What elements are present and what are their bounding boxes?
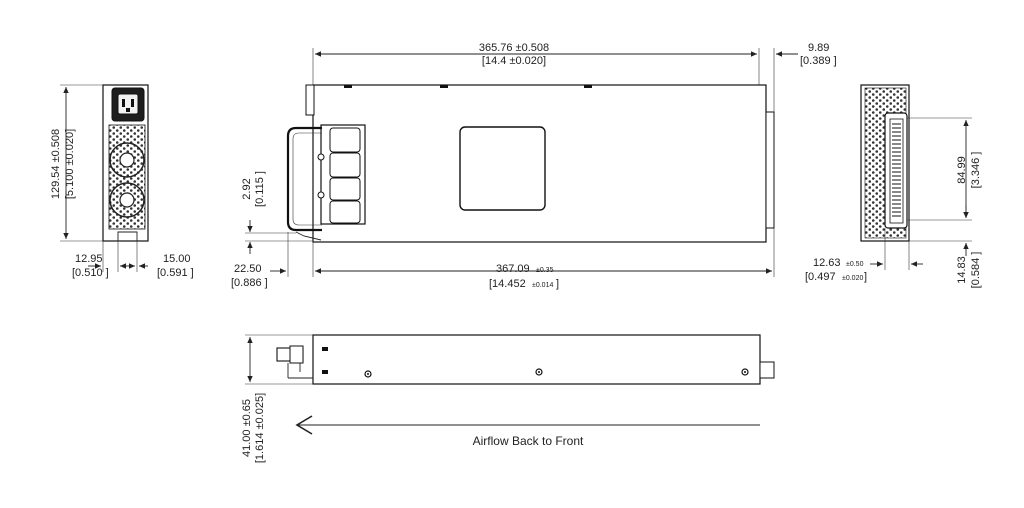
body-length-dim-inch: [14.452 xyxy=(489,278,526,290)
body-length-dim: 367.09 xyxy=(496,263,530,275)
airflow-indicator: Airflow Back to Front xyxy=(295,415,760,448)
connector-side-inch-tol: ±0.020 xyxy=(842,275,863,282)
handle-height-dim: 2.92 xyxy=(241,178,253,199)
overall-length-dim-inch: [14.4 ±0.020] xyxy=(482,55,546,67)
latch-icon xyxy=(295,231,322,241)
side-height-dim-inch: [1.614 ±0.025] xyxy=(254,393,266,463)
connector-side-dim: 12.63 xyxy=(813,257,841,269)
left-end-handle xyxy=(117,231,138,241)
left-offset-dim: 12.95 xyxy=(75,253,103,265)
handle-width-dim-inch: [0.591 ] xyxy=(157,267,194,279)
left-height-dim: 129.54 ±0.508 xyxy=(50,129,62,199)
connector-height-dim: 84.99 xyxy=(956,156,968,184)
body-length-inch-tol: ±0.014 xyxy=(532,282,553,289)
front-rail xyxy=(305,84,315,116)
bottom-offset-dim: 14.83 xyxy=(956,256,968,284)
bottom-offset-dim-inch: [0.584 ] xyxy=(970,252,982,289)
fan-icon xyxy=(109,142,145,178)
handle-height-dim-inch: [0.115 ] xyxy=(254,171,266,207)
handle-depth-dim: 22.50 xyxy=(234,263,262,275)
connector-side-inch-close: ] xyxy=(864,271,867,283)
body-length-tol: ±0.35 xyxy=(536,267,554,274)
side-height-dim: 41.00 ±0.65 xyxy=(241,399,253,457)
overall-length-dim: 365.76 ±0.508 xyxy=(479,42,549,54)
connector-offset-dim: 9.89 xyxy=(808,42,829,54)
top-view: 365.76 ±0.508 [14.4 ±0.020] 9.89 [0.389 … xyxy=(231,42,837,290)
side-view: 41.00 ±0.65 [1.614 ±0.025] xyxy=(241,334,775,463)
rear-connector xyxy=(765,111,775,229)
connector-side-tol: ±0.50 xyxy=(846,261,864,268)
label-area xyxy=(459,126,546,211)
left-end-view: 129.54 ±0.508 [5.100 ±0.020] 12.95 [0.51… xyxy=(50,84,194,279)
connector-side-dim-inch: [0.497 xyxy=(805,271,836,283)
connector-height-dim-inch: [3.346 ] xyxy=(970,152,982,189)
handle-depth-dim-inch: [0.886 ] xyxy=(231,277,268,289)
handle-width-dim: 15.00 xyxy=(163,253,191,265)
left-offset-dim-inch: [0.510 ] xyxy=(72,267,109,279)
top-handle xyxy=(286,126,322,232)
side-view-body xyxy=(312,334,761,385)
right-end-view: 84.99 [3.346 ] 12.63 ±0.50 [0.497 ±0.020… xyxy=(805,84,982,289)
body-length-inch-close: ] xyxy=(556,278,559,290)
connector-offset-dim-inch: [0.389 ] xyxy=(800,55,837,67)
airflow-label: Airflow Back to Front xyxy=(473,434,584,448)
left-height-dim-inch: [5.100 ±0.020] xyxy=(64,129,76,199)
side-rear-connector xyxy=(759,361,775,379)
